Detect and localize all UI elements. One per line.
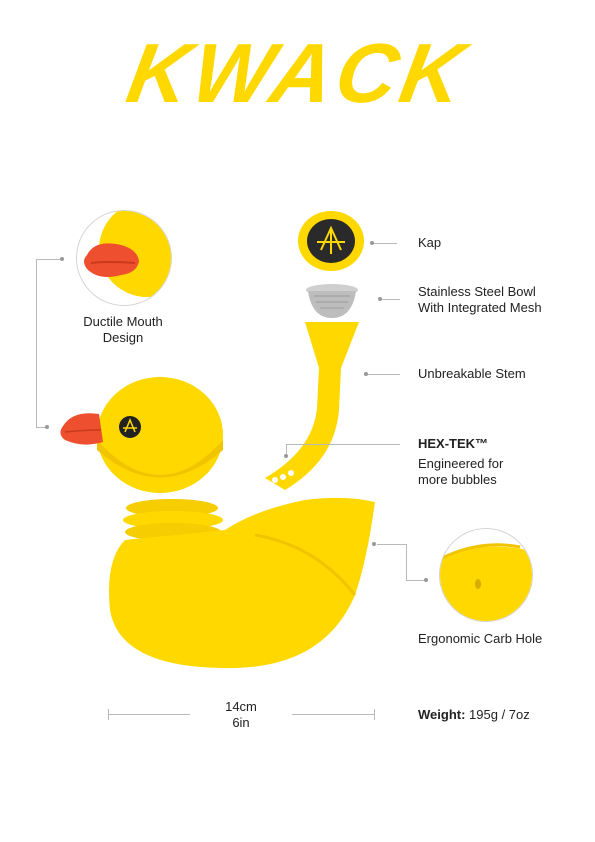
dimension-label: 14cm 6in [201, 699, 281, 731]
hextek-connector-horizontal [286, 444, 400, 445]
weight-label: Weight: [418, 707, 466, 722]
bowl-image [304, 284, 360, 320]
bowl-label-line1: Stainless Steel Bowl [418, 284, 536, 299]
stem-label: Unbreakable Stem [418, 366, 526, 381]
carb-connector-dot-end [424, 578, 428, 582]
dimension-tick-right [374, 709, 375, 720]
mouth-connector-dot-top [60, 257, 64, 261]
kap-image [297, 210, 367, 272]
brand-logo: KWACK [0, 20, 595, 120]
mouth-label-line2: Design [102, 330, 144, 345]
mouth-connector-bottom [36, 427, 46, 428]
weight-value: 195g / 7oz [469, 707, 530, 722]
mouth-connector-dot-bottom [45, 425, 49, 429]
dimension-metric: 14cm [225, 699, 257, 714]
dimension-line-left [108, 714, 190, 715]
dimension-tick-left [108, 709, 109, 720]
bowl-label-line2: With Integrated Mesh [418, 300, 542, 315]
weight-info: Weight: 195g / 7oz [418, 707, 530, 723]
logo-text: KWACK [121, 26, 477, 120]
bowl-connector [382, 299, 400, 300]
kap-label: Kap [418, 235, 442, 250]
hextek-callout-label: HEX-TEK™ Engineered for more bubbles [418, 436, 503, 488]
mouth-connector-vertical [36, 259, 37, 427]
hextek-line1: Engineered for [418, 456, 504, 471]
hextek-connector-dot [284, 454, 288, 458]
carb-connector-vertical [406, 544, 407, 580]
dimension-imperial: 6in [232, 715, 250, 730]
kap-connector [371, 243, 397, 244]
carb-label: Ergonomic Carb Hole [418, 631, 543, 646]
carb-connector-dot-start [372, 542, 376, 546]
stem-connector [366, 374, 400, 375]
carb-connector-top [377, 544, 406, 545]
mouth-detail-image [76, 210, 172, 306]
hextek-connector-vertical [286, 444, 287, 456]
hextek-line2: more bubbles [418, 472, 497, 487]
mouth-label-line1: Ductile Mouth [83, 314, 163, 329]
mouth-connector-top [36, 259, 62, 260]
bowl-callout-label: Stainless Steel Bowl With Integrated Mes… [418, 284, 542, 316]
carb-connector-bottom [406, 580, 426, 581]
hextek-title: HEX-TEK™ [418, 436, 489, 451]
bowl-connector-dot [378, 297, 382, 301]
mouth-callout-label: Ductile Mouth Design [62, 314, 184, 346]
stem-connector-dot [364, 372, 368, 376]
kap-connector-dot [370, 241, 374, 245]
duck-illustration [55, 370, 385, 680]
stem-image [255, 320, 375, 495]
carb-hole-detail-image [439, 528, 533, 622]
dimension-line-right [292, 714, 374, 715]
